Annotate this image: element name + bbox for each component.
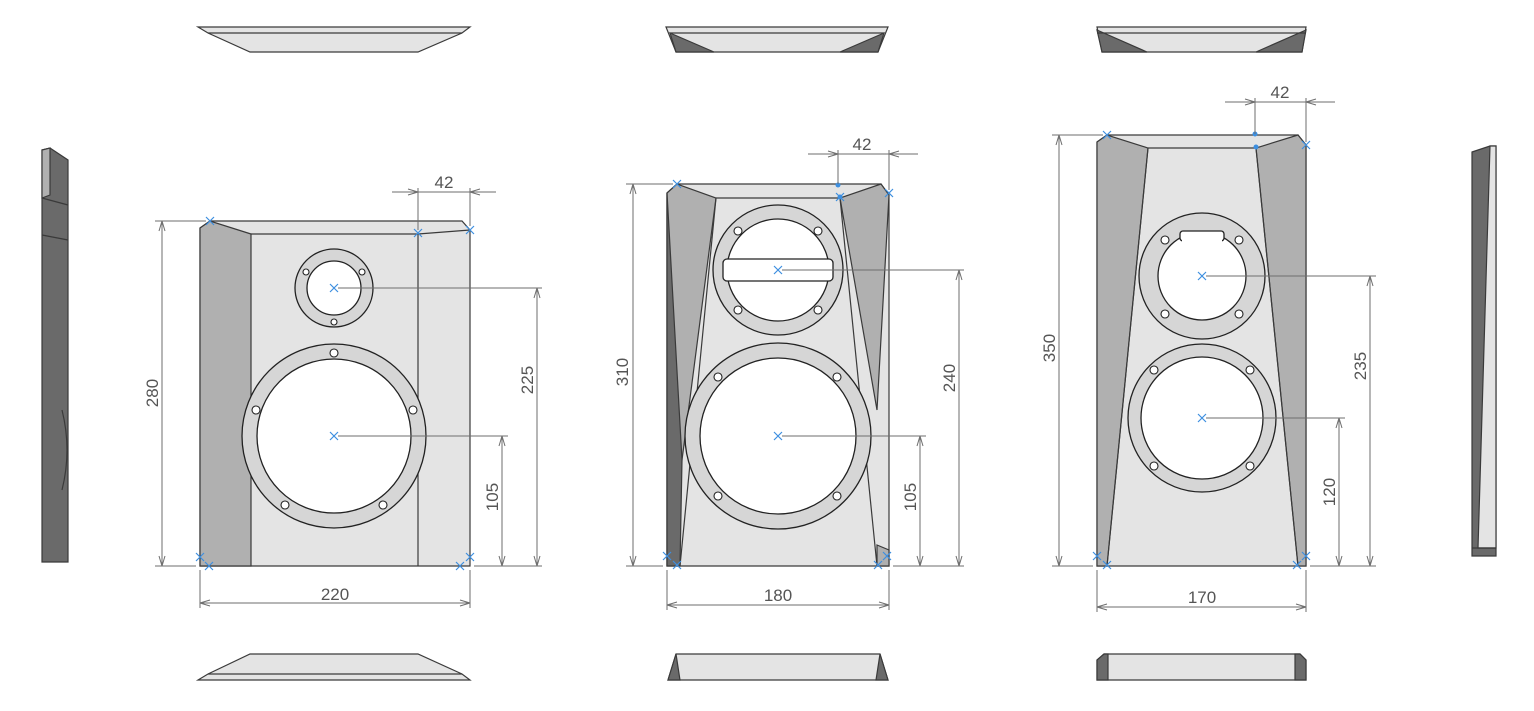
speaker-1-dimensions: 220 280 42 225 105 [143,173,542,608]
speaker-3: 170 350 42 235 120 [1040,26,1497,681]
speaker-2-height-label: 310 [613,358,632,386]
speaker-1-woofer-label: 105 [483,483,502,511]
speaker-2-tweeter-label: 240 [940,364,959,392]
speaker-3-front-view [1096,134,1307,567]
speaker-1-top-view [195,26,472,53]
speaker-1-bottom-view [195,653,472,681]
speaker-3-side-view [1471,145,1497,557]
speaker-3-top-view [1096,26,1307,53]
speaker-2-bevel-label: 42 [853,135,872,154]
speaker-2: 180 310 42 240 105 [613,26,964,681]
speaker-3-width-label: 170 [1188,588,1216,607]
speaker-1-front-view [199,220,471,567]
speaker-1-bevel-label: 42 [435,173,454,192]
speaker-1: 220 280 42 225 105 [41,26,542,681]
speaker-3-tweeter-label: 235 [1351,352,1370,380]
speaker-3-sketch-points [1092,130,1311,570]
speaker-1-height-label: 280 [143,379,162,407]
speaker-3-woofer-label: 120 [1320,478,1339,506]
speaker-1-width-label: 220 [321,585,349,604]
speaker-1-tweeter-label: 225 [518,366,537,394]
speaker-3-bottom-view [1096,653,1307,681]
speaker-3-height-label: 350 [1040,334,1059,362]
speaker-1-sketch-points [195,216,475,571]
speaker-2-width-label: 180 [764,586,792,605]
speaker-2-bottom-view [667,653,889,681]
speaker-1-side-view [41,147,69,563]
speaker-2-woofer-label: 105 [901,483,920,511]
speaker-2-front-view [666,183,890,567]
speaker-2-top-view [665,26,889,53]
speaker-3-bevel-label: 42 [1271,83,1290,102]
speaker-3-dimensions: 170 350 42 235 120 [1040,83,1376,612]
speaker-2-dimensions: 180 310 42 240 105 [613,135,964,610]
speaker-2-sketch-points [662,179,894,570]
